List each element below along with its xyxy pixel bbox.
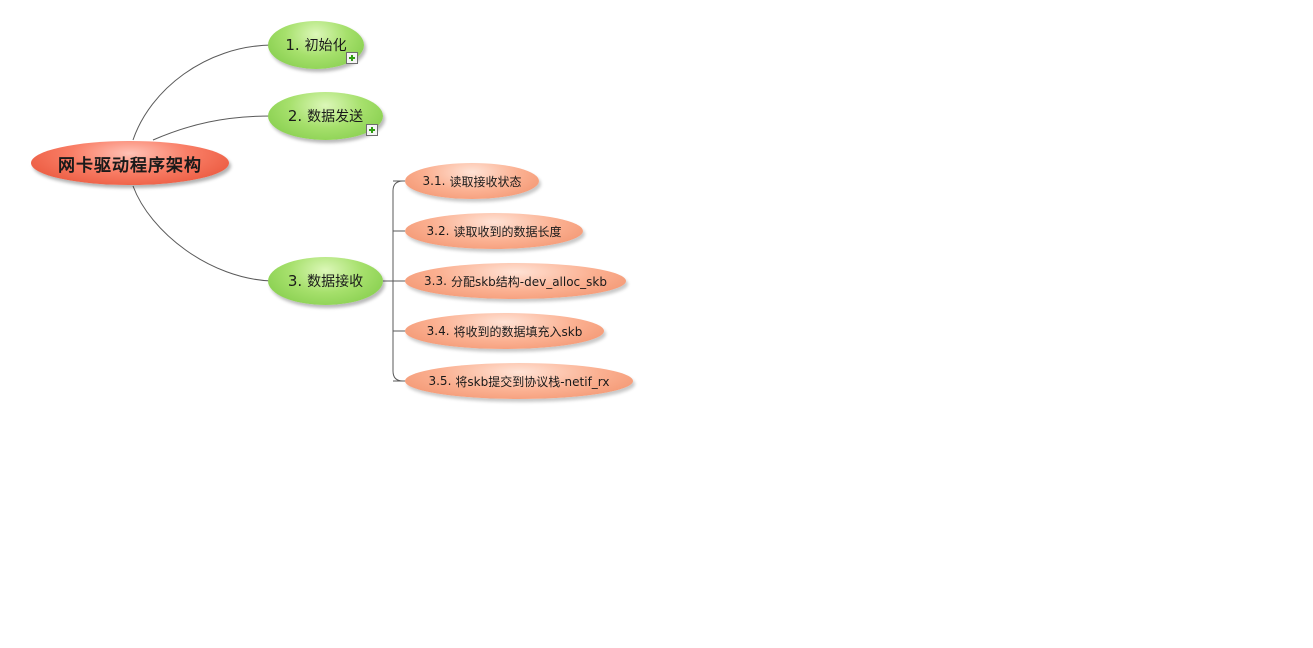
subtopic-number: 3.2.	[426, 224, 450, 238]
connector-root-branch-3	[132, 185, 273, 282]
central-topic[interactable]: 网卡驱动程序架构	[31, 141, 229, 185]
subtopic-number: 3.5.	[428, 374, 452, 388]
branch-number: 2.	[287, 107, 303, 125]
subtopic-number: 3.3.	[424, 274, 447, 288]
subtopic-label: 读取收到的数据长度	[453, 224, 562, 239]
connector-root-branch-1	[132, 44, 273, 141]
plus-expand-icon[interactable]	[366, 124, 378, 136]
subtopic-label: 读取接收状态	[449, 174, 522, 189]
branch-topic-data-send[interactable]: 2. 数据发送	[268, 92, 383, 140]
branch-label: 数据发送	[307, 109, 364, 125]
subtopic-netif-rx[interactable]: 3.5. 将skb提交到协议栈-netif_rx	[405, 363, 633, 399]
subtopic-label: 将收到的数据填充入skb	[453, 324, 583, 339]
subtopic-number: 3.4.	[426, 324, 450, 338]
subtopic-fill-skb[interactable]: 3.4. 将收到的数据填充入skb	[405, 313, 604, 349]
subtopic-label: 将skb提交到协议栈-netif_rx	[455, 374, 610, 389]
connector-root-branch-2	[152, 115, 273, 141]
subtopic-read-length[interactable]: 3.2. 读取收到的数据长度	[405, 213, 583, 249]
branch-number: 1.	[285, 36, 300, 54]
subtopic-label: 分配skb结构-dev_alloc_skb	[450, 274, 607, 289]
branch-topic-data-receive[interactable]: 3. 数据接收	[268, 257, 383, 305]
central-topic-label: 网卡驱动程序架构	[58, 155, 202, 176]
subtopic-number: 3.1.	[422, 174, 446, 188]
subtopic-alloc-skb[interactable]: 3.3. 分配skb结构-dev_alloc_skb	[405, 263, 626, 299]
subtopic-read-status[interactable]: 3.1. 读取接收状态	[405, 163, 539, 199]
branch-number: 3.	[287, 272, 303, 290]
plus-expand-icon[interactable]	[346, 52, 358, 64]
branch-label: 初始化	[304, 38, 347, 54]
branch-label: 数据接收	[307, 274, 364, 290]
